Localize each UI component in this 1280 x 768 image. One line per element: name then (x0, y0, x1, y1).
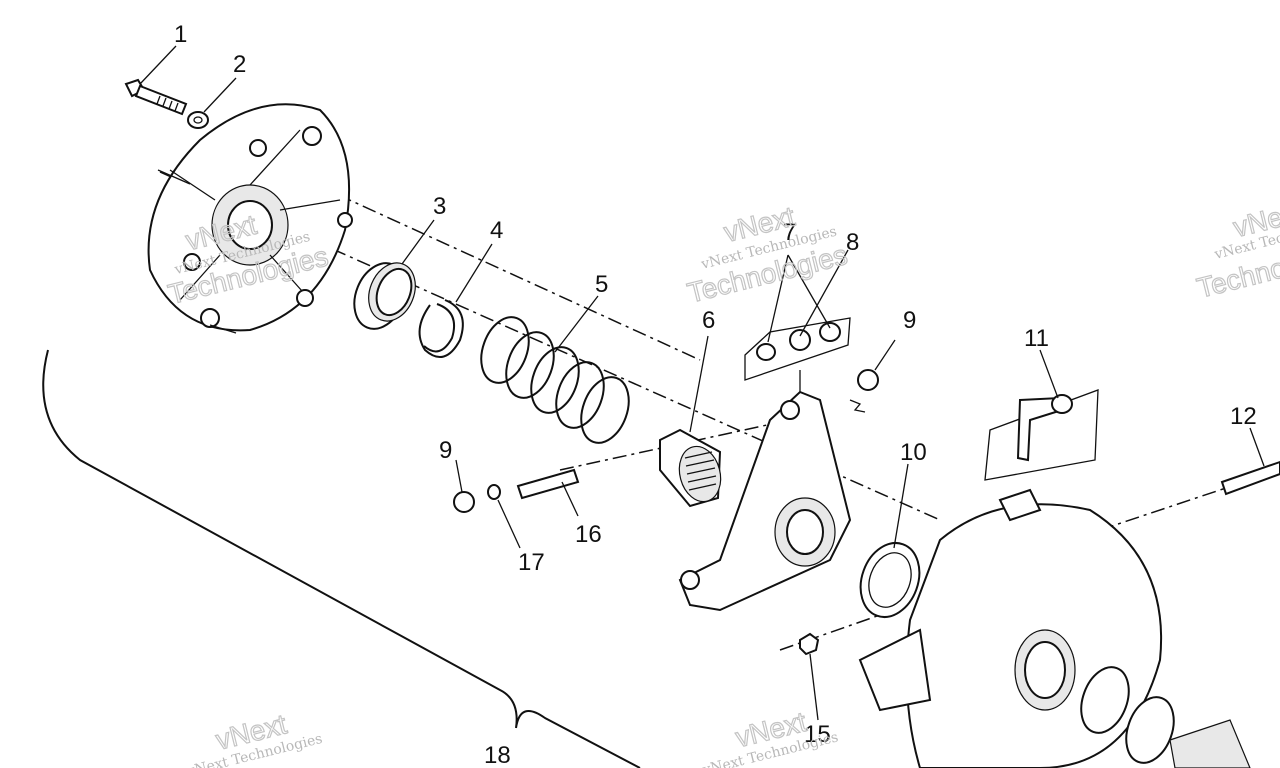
bolt-part-1 (124, 78, 188, 116)
shaft-axis-line (1099, 469, 1280, 531)
washer-set-parts-7-8 (744, 317, 851, 381)
nut-axis-line (779, 614, 881, 651)
callout-3: 3 (433, 193, 446, 220)
shaft-part-12 (1220, 460, 1280, 496)
pin-part-16 (516, 468, 580, 500)
callout-12: 12 (1230, 403, 1257, 430)
roller-part-6 (659, 428, 722, 508)
callout-9-lower: 9 (439, 437, 452, 464)
assembly-bracket-18 (42, 349, 641, 768)
callout-1: 1 (174, 21, 187, 48)
clip-part-11 (984, 389, 1099, 481)
watermark-5: vNext vNext Technologies (700, 705, 840, 768)
spider-cover-plate (147, 103, 353, 332)
callout-10: 10 (900, 439, 927, 466)
snap-ring-part-4 (418, 299, 464, 359)
leader-lines (139, 45, 909, 549)
callout-2: 2 (233, 51, 246, 78)
watermark-3: vNext vNext Technologies Technologies (1193, 195, 1280, 304)
spring-part-5 (480, 316, 630, 444)
callout-17: 17 (518, 549, 545, 576)
callout-4: 4 (490, 217, 503, 244)
washer-part-2 (187, 111, 209, 129)
moveable-sheave (858, 488, 1251, 768)
watermark-2: vNext vNext Technologies Technologies (684, 200, 851, 309)
callout-6: 6 (702, 307, 715, 334)
thrust-washer-part-10 (859, 542, 921, 618)
callout-16: 16 (575, 521, 602, 548)
nut-part-15 (799, 632, 820, 656)
callout-5: 5 (595, 271, 608, 298)
callout-18: 18 (484, 742, 511, 768)
callout-11: 11 (1024, 325, 1049, 352)
callout-labels: 1 2 3 4 5 6 7 8 9 9 10 11 12 15 16 17 18 (174, 21, 1257, 768)
callout-15: 15 (804, 721, 831, 748)
watermark-4: vNext vNext Technologies (184, 708, 324, 768)
callout-9-upper: 9 (903, 307, 916, 334)
cap-part-9-lower (453, 491, 475, 513)
bushing-part-3 (353, 262, 416, 330)
cap-part-9-upper (857, 369, 879, 391)
callout-8: 8 (846, 229, 859, 256)
callout-7: 7 (783, 219, 796, 246)
lever-arm (678, 370, 852, 612)
o-ring-part-17 (487, 484, 501, 500)
